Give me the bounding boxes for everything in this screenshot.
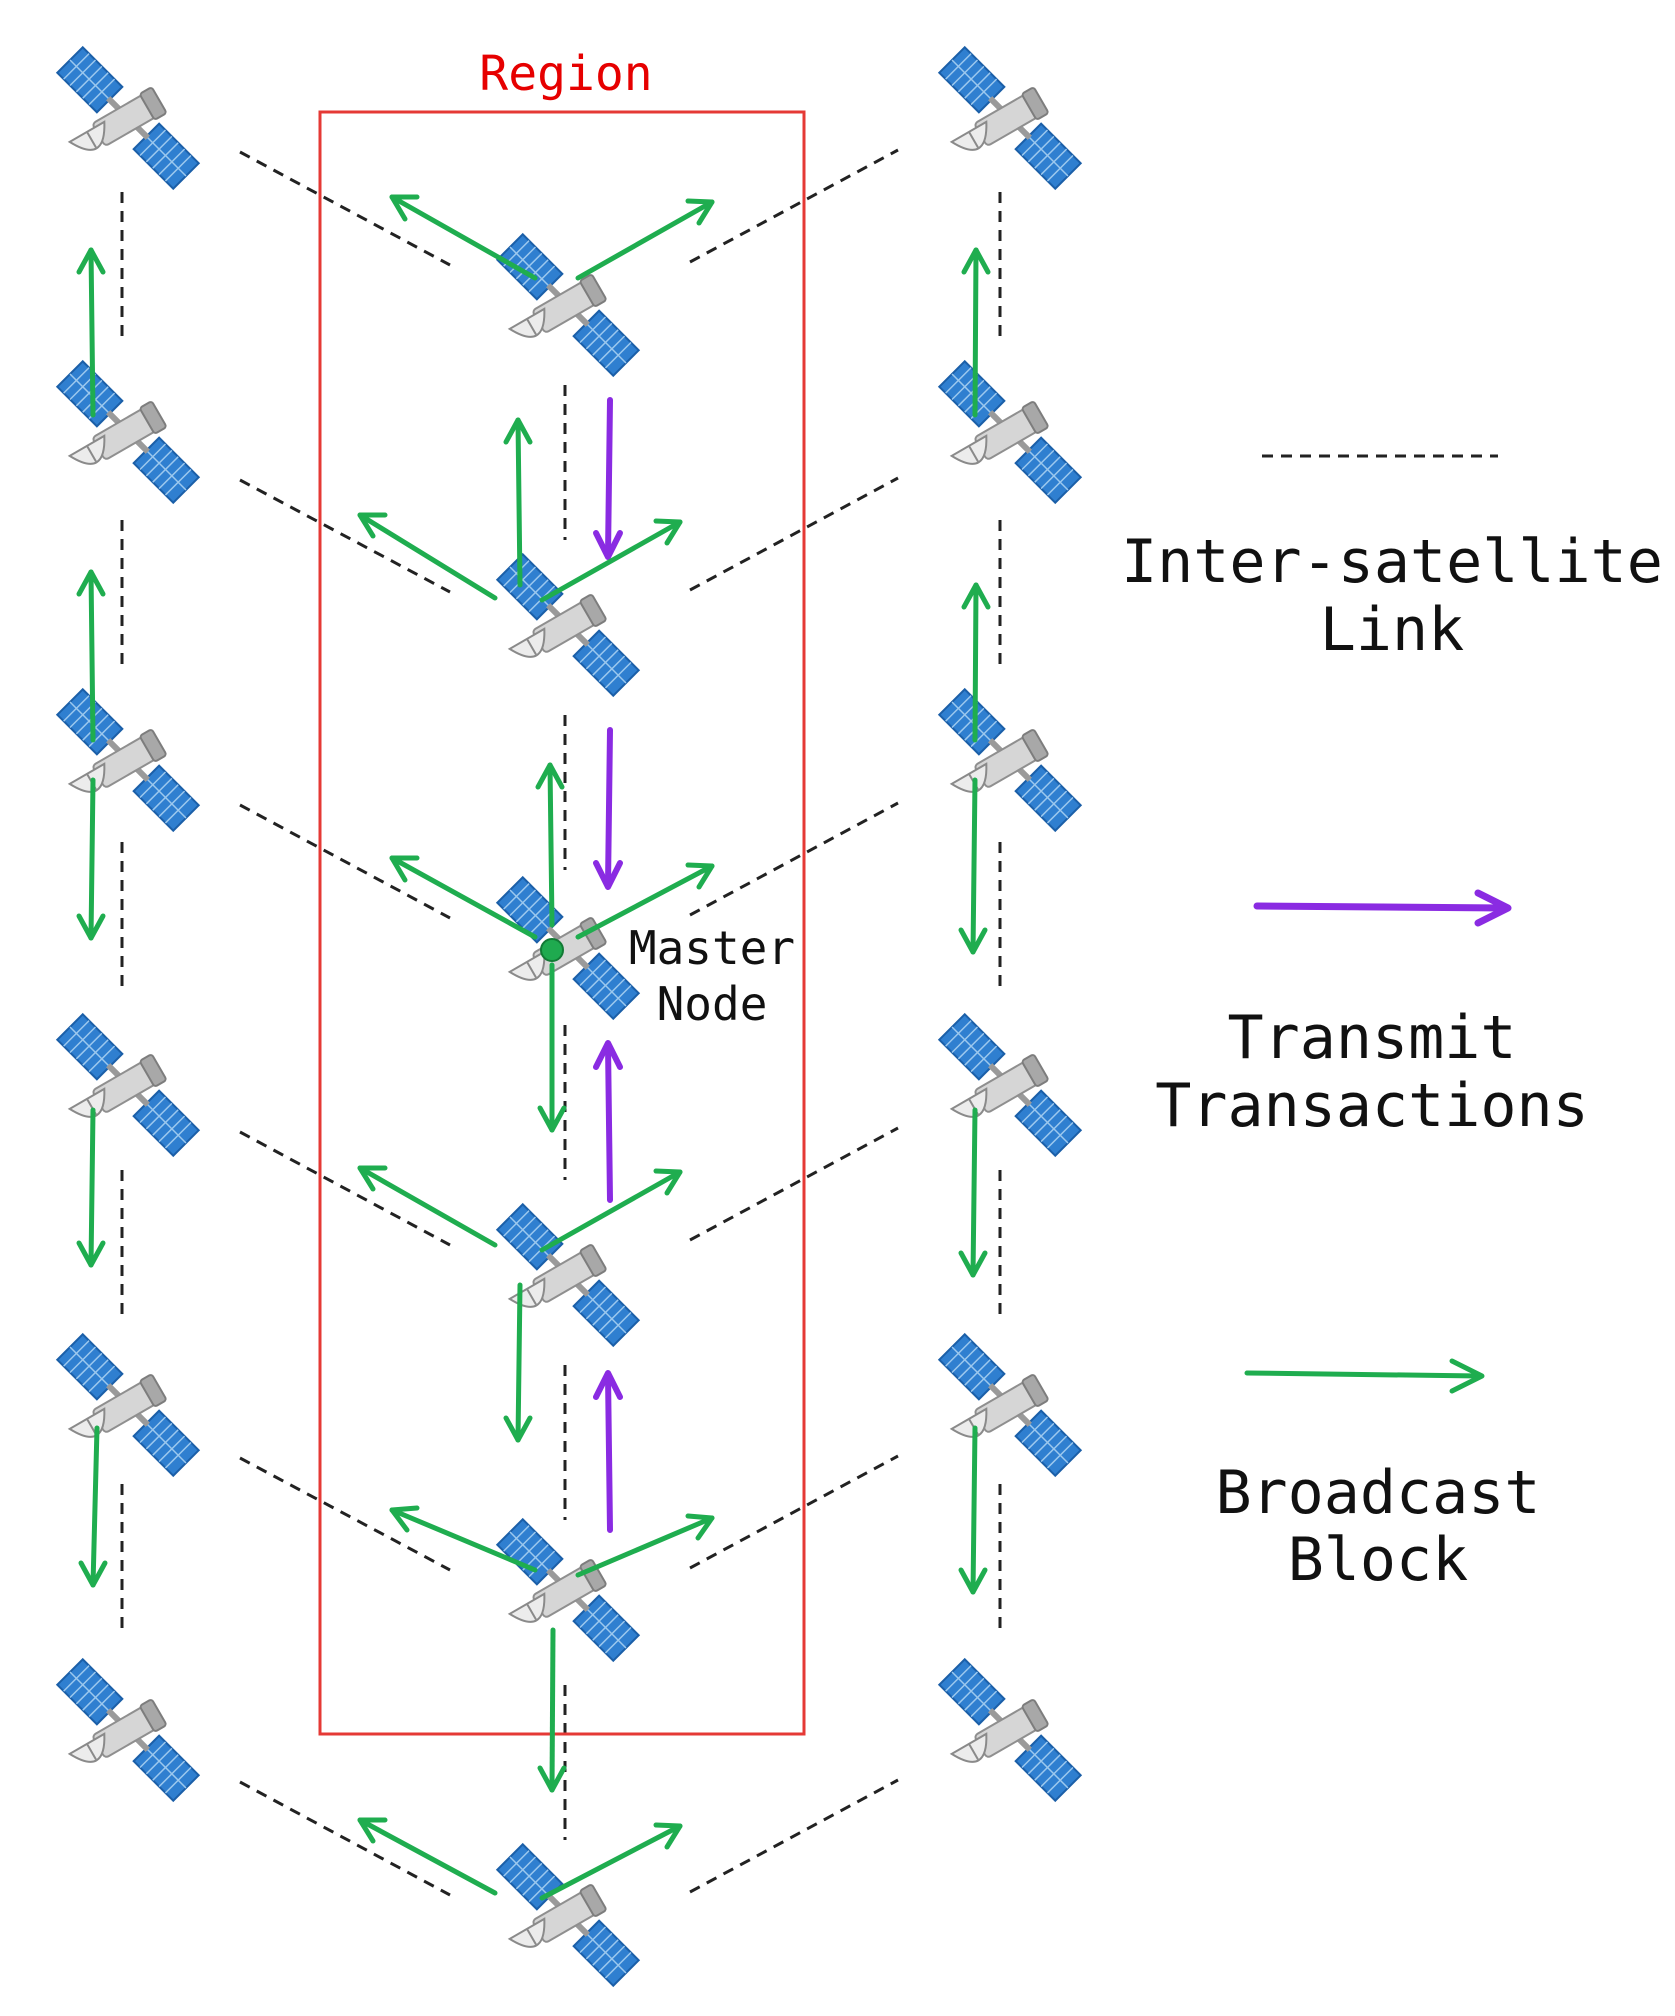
legend-link-label-line2: Link <box>1320 595 1465 665</box>
legend-transmit-swatch <box>1253 902 1509 912</box>
region-label: Region <box>479 46 652 102</box>
satellite-icon <box>938 360 1082 504</box>
satellite-icon <box>496 1518 640 1662</box>
satellite-icon <box>938 46 1082 190</box>
inter-satellite-links <box>120 148 1002 1897</box>
satellite-icon <box>56 360 200 504</box>
legend-broadcast-arrowhead <box>1449 1358 1485 1394</box>
satellite-icon <box>938 1658 1082 1802</box>
satellite-icons <box>56 46 1082 1987</box>
transmit-transaction-arrows <box>593 397 623 1533</box>
master-node-label-line1: Master <box>629 921 795 975</box>
satellite-icon <box>56 46 200 190</box>
legend-link-label-line1: Inter-satellite <box>1121 527 1663 597</box>
master-node-label-line2: Node <box>657 977 768 1031</box>
region-box <box>318 110 806 1736</box>
legend-transmit-label-line1: Transmit <box>1228 1003 1517 1073</box>
satellite-icon <box>56 688 200 832</box>
legend-broadcast-label-line2: Block <box>1288 1525 1469 1595</box>
legend-broadcast-swatch <box>1244 1370 1483 1379</box>
broadcast-block-arrows <box>76 194 991 1901</box>
legend-transmit-arrowhead <box>1474 889 1512 927</box>
satellite-icon <box>496 1843 640 1987</box>
master-node-dot <box>540 938 564 962</box>
legend-transmit-label-line2: Transactions <box>1155 1071 1588 1141</box>
satellite-icon <box>56 1333 200 1477</box>
satellite-icon <box>938 1333 1082 1477</box>
satellite-icon <box>496 876 640 1020</box>
satellite-icon <box>938 1013 1082 1157</box>
legend-broadcast-label-line1: Broadcast <box>1215 1458 1540 1528</box>
satellite-icon <box>56 1013 200 1157</box>
satellite-icon <box>938 688 1082 832</box>
satellite-icon <box>56 1658 200 1802</box>
legend: Inter-satellite Link Transmit Transactio… <box>1121 454 1663 1595</box>
